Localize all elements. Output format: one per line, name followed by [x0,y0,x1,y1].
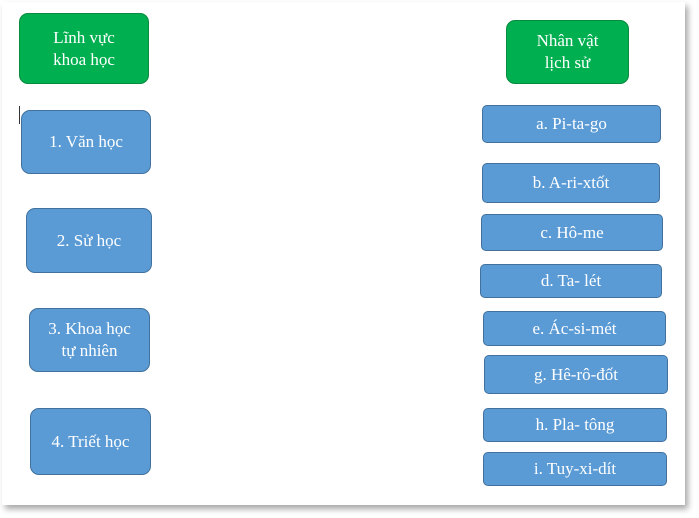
figure-item-a[interactable]: a. Pi-ta-go [482,105,661,143]
field-item-literature[interactable]: 1. Văn học [21,110,151,174]
field-item-natural-science[interactable]: 3. Khoa học tự nhiên [29,308,150,372]
field-item-philosophy[interactable]: 4. Triết học [30,408,151,475]
field-header: Lĩnh vực khoa học [19,13,149,84]
figure-item-d[interactable]: d. Ta- lét [480,264,662,298]
figure-item-i[interactable]: i. Tuy-xi-dít [483,452,667,486]
figure-item-e[interactable]: e. Ác-si-mét [483,311,666,346]
figure-item-b[interactable]: b. A-ri-xtốt [482,163,660,203]
text-cursor [19,106,20,124]
figure-item-c[interactable]: c. Hô-me [481,214,663,251]
figure-header: Nhân vật lịch sử [506,20,629,84]
figure-item-g[interactable]: g. Hê-rô-đốt [484,355,668,394]
figure-item-h[interactable]: h. Pla- tông [483,408,667,442]
field-item-history[interactable]: 2. Sử học [26,208,152,273]
